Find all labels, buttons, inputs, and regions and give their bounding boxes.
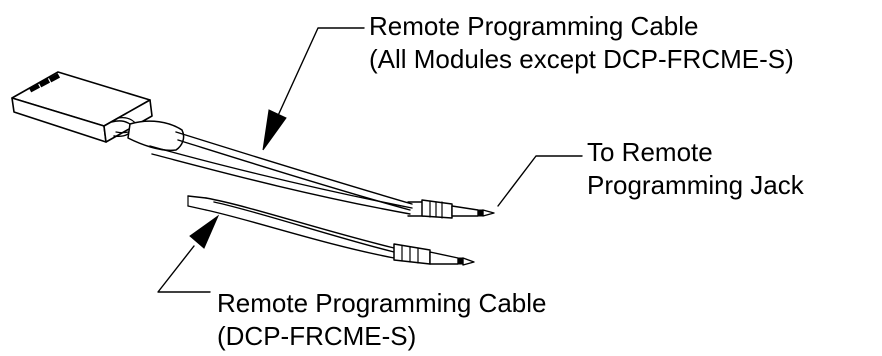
bottom-cable-callout-line2: (DCP-FRCME-S) <box>217 321 417 351</box>
jack-callout-leader <box>497 155 583 207</box>
jack-callout: To Remote Programming Jack <box>587 136 804 202</box>
top-cable-callout: Remote Programming Cable (All Modules ex… <box>369 10 794 76</box>
top-callout-leader <box>262 27 365 151</box>
bottom-cable-callout: Remote Programming Cable (DCP-FRCME-S) <box>217 287 546 353</box>
top-cable <box>127 120 495 219</box>
programming-connector <box>11 71 153 143</box>
bottom-callout-leader <box>157 214 220 293</box>
bottom-cable <box>187 195 475 266</box>
top-cable-callout-line2: (All Modules except DCP-FRCME-S) <box>369 44 794 74</box>
bottom-cable-callout-line1: Remote Programming Cable <box>217 288 547 318</box>
jack-callout-line1: To Remote <box>587 137 713 167</box>
top-cable-callout-line1: Remote Programming Cable <box>369 11 699 41</box>
jack-callout-line2: Programming Jack <box>587 170 804 200</box>
